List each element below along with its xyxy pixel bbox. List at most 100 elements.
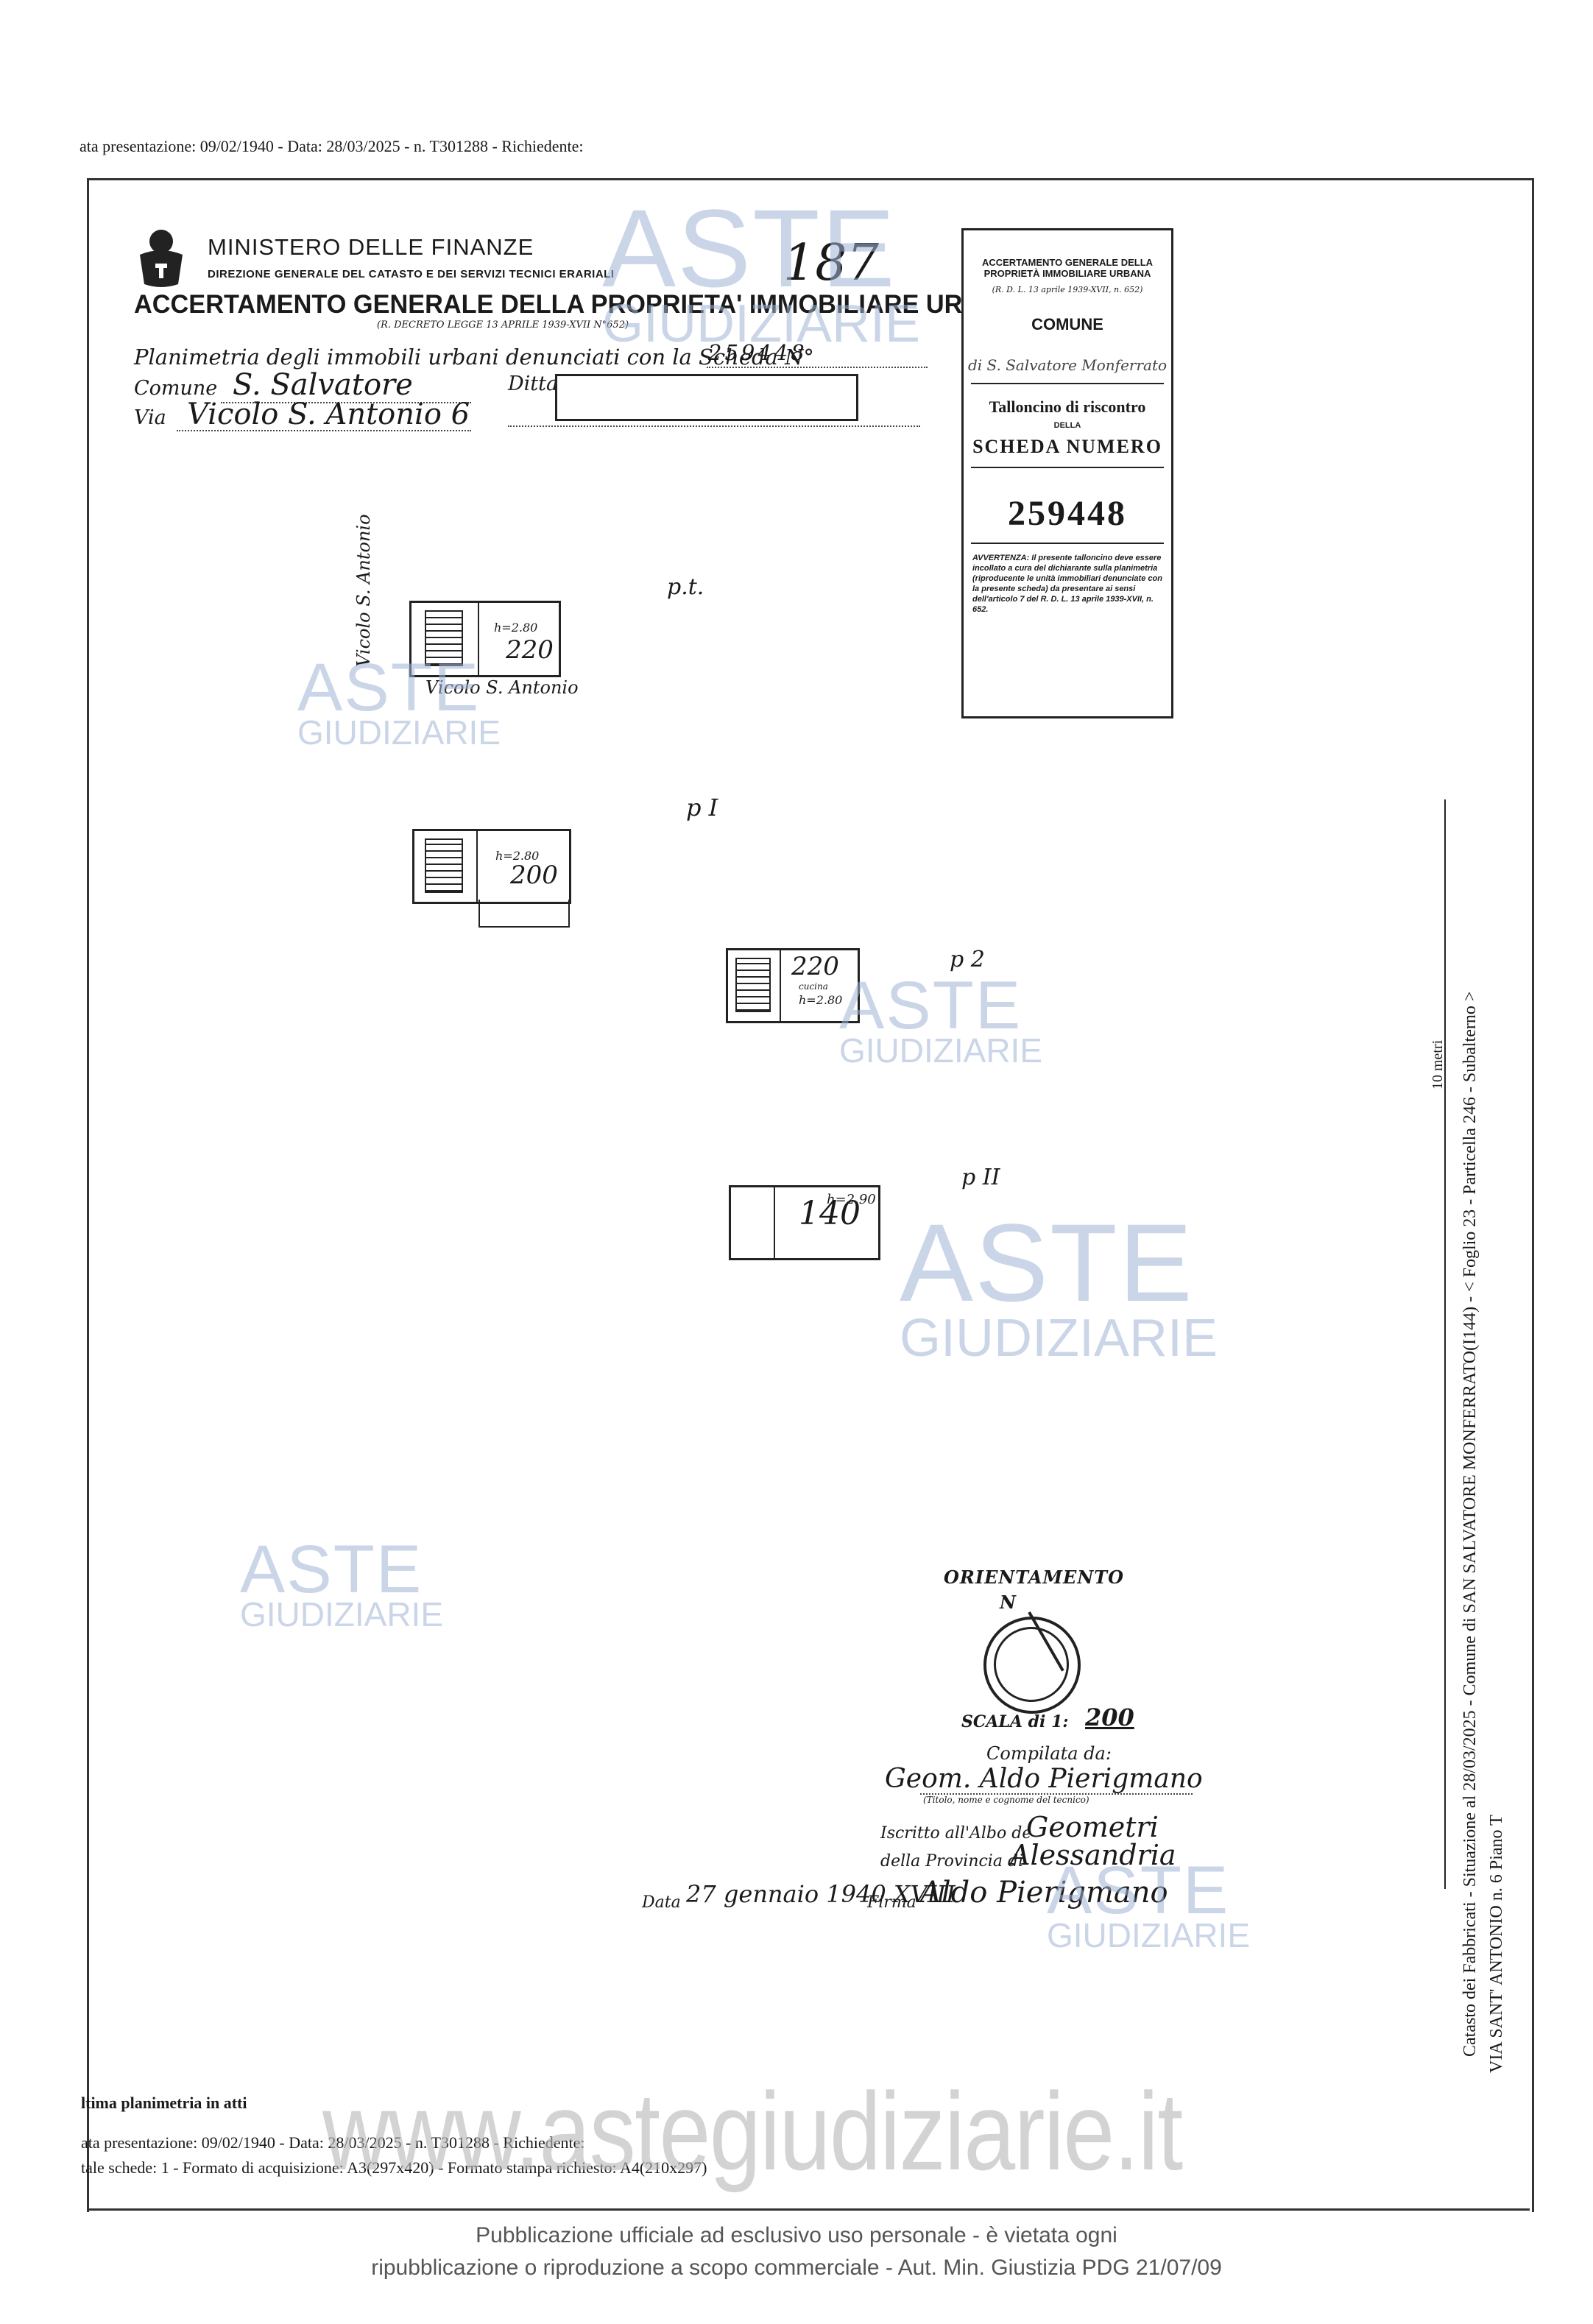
comune-label: Comune [134, 377, 218, 400]
via-underline [177, 430, 471, 431]
street-label-vertical: Vicolo S. Antonio [353, 514, 374, 667]
north-mark: N [1000, 1592, 1016, 1613]
via-value: Vicolo S. Antonio 6 [187, 398, 470, 431]
data-label: Data [642, 1893, 681, 1912]
ticket-scheda-value: 259448 [1008, 494, 1127, 533]
stairs-second [735, 958, 771, 1012]
wall-second [780, 950, 781, 1021]
ticket-heading: ACCERTAMENTO GENERALE DELLA PROPRIETÀ IM… [981, 257, 1154, 279]
ground-area: 220 [506, 635, 554, 665]
compilata-underline [920, 1793, 1193, 1795]
ticket-divider-3 [971, 543, 1164, 544]
ticket-warning: AVVERTENZA: Il presente talloncino deve … [972, 554, 1162, 614]
watermark-aste-3: ASTE GIUDIZIARIE [839, 972, 1042, 1067]
comune-value: S. Salvatore [233, 368, 413, 402]
side-cadastre-text: Catasto dei Fabbricati - Situazione al 2… [1460, 991, 1480, 2057]
second-height: h=2.80 [799, 993, 843, 1007]
watermark-aste-2: ASTE GIUDIZIARIE [297, 654, 501, 749]
footer-line-2: tale schede: 1 - Formato di acquisizione… [81, 2158, 707, 2177]
watermark-giudiziarie-word: GIUDIZIARIE [1047, 1916, 1251, 1954]
watermark-aste-word: ASTE [839, 968, 1022, 1043]
first-area: 200 [510, 861, 558, 890]
side-scale-mark: 10 metri [1430, 1039, 1446, 1089]
second-area: 220 [791, 952, 839, 981]
form-title: ACCERTAMENTO GENERALE DELLA PROPRIETA' I… [134, 290, 1036, 319]
watermark-aste-word: ASTE [900, 1201, 1194, 1324]
compilata-caption: (Titolo, nome e cognome del tecnico) [923, 1795, 1089, 1805]
orientation-inner-circle [994, 1627, 1069, 1702]
publication-notice-2: ripubblicazione o riproduzione a scopo c… [371, 2256, 1222, 2280]
watermark-aste-1: ASTE GIUDIZIARIE [602, 193, 920, 350]
albo-label: Iscritto all'Albo de [880, 1824, 1032, 1843]
document-bottom-rule [87, 2208, 1530, 2211]
watermark-aste-6: ASTE GIUDIZIARIE [1047, 1857, 1250, 1952]
label-second-floor: p 2 [950, 947, 985, 972]
stairs-first [425, 838, 463, 893]
state-emblem-icon [135, 225, 187, 289]
publication-notice-1: Pubblicazione ufficiale ad esclusivo uso… [476, 2223, 1117, 2247]
first-floor-balcony [478, 900, 570, 928]
orientation-label: ORIENTAMENTO [944, 1567, 1125, 1588]
firma-label: Firma [867, 1893, 916, 1912]
wall-attic [774, 1187, 775, 1258]
via-label: Via [134, 406, 166, 429]
ticket-comune-label: COMUNE [1031, 315, 1103, 333]
side-scale-bar [1444, 799, 1446, 1889]
ticket-scheda-label: SCHEDA NUMERO [972, 436, 1162, 457]
watermark-website: www.astegiudiziarie.it [322, 2069, 1183, 2193]
ditta-underline [508, 425, 920, 427]
decree-reference: (R. DECRETO LEGGE 13 APRILE 1939-XVII N°… [377, 319, 629, 331]
watermark-giudiziarie-word: GIUDIZIARIE [240, 1595, 444, 1633]
wall-ground [478, 603, 479, 675]
watermark-aste-word: ASTE [297, 650, 481, 725]
ticket-comune-value: di S. Salvatore Monferrato [967, 356, 1168, 374]
direction-name: DIREZIONE GENERALE DEL CATASTO E DEI SER… [208, 268, 615, 280]
header-top-line: ata presentazione: 09/02/1940 - Data: 28… [80, 137, 584, 155]
comune-underline [221, 402, 471, 403]
redacted-owner-box [555, 374, 858, 421]
first-height: h=2.80 [495, 849, 540, 863]
floor-plan-first: h=2.80 200 [412, 829, 571, 904]
compilata-label: Compilata da: [986, 1743, 1112, 1764]
ministry-name: MINISTERO DELLE FINANZE [208, 234, 534, 260]
scale-value: 200 [1085, 1703, 1134, 1731]
footer-last-plan: ltima planimetria in atti [81, 2094, 247, 2112]
label-first-floor: p I [686, 794, 718, 822]
albo-value: Geometri [1026, 1811, 1159, 1843]
control-ticket: ACCERTAMENTO GENERALE DELLA PROPRIETÀ IM… [961, 228, 1173, 718]
watermark-giudiziarie-word: GIUDIZIARIE [602, 294, 921, 353]
floor-plan-ground: h=2.80 220 [409, 601, 561, 677]
watermark-giudiziarie-word: GIUDIZIARIE [900, 1309, 1218, 1368]
sheet-number: 187 [783, 234, 879, 292]
attic-height: h=2.90 [827, 1192, 876, 1207]
ticket-decree: (R. D. L. 13 aprile 1939-XVII, n. 652) [992, 285, 1143, 294]
provincia-label: della Provincia di [880, 1852, 1024, 1871]
ticket-divider-2 [971, 467, 1164, 468]
ticket-divider [971, 383, 1164, 384]
street-label-horizontal: Vicolo S. Antonio [425, 677, 579, 698]
label-ground-floor: p.t. [667, 574, 704, 600]
scheda-underline [707, 367, 928, 368]
ground-height: h=2.80 [494, 621, 538, 635]
floor-plan-attic: 140 h=2.90 [729, 1185, 880, 1260]
watermark-aste-4: ASTE GIUDIZIARIE [900, 1207, 1218, 1365]
planimetria-label: Planimetria degli immobili urbani denunc… [134, 345, 814, 370]
wall-first [476, 831, 478, 902]
scale-label: SCALA di 1: [961, 1712, 1069, 1731]
footer-line-1: ata presentazione: 09/02/1940 - Data: 28… [81, 2133, 585, 2152]
compilata-name: Geom. Aldo Pierigmano [885, 1764, 1203, 1794]
side-address-text: VIA SANT' ANTONIO n. 6 Piano T [1487, 1815, 1506, 2073]
second-note: cucina [799, 981, 828, 992]
watermark-giudiziarie-word: GIUDIZIARIE [297, 713, 501, 752]
provincia-value: Alessandria [1010, 1839, 1176, 1871]
label-attic-floor: p II [961, 1165, 1000, 1190]
stairs-ground [425, 610, 463, 666]
watermark-giudiziarie-word: GIUDIZIARIE [839, 1031, 1043, 1070]
watermark-aste-word: ASTE [1047, 1853, 1230, 1928]
scheda-value: 259448 [708, 340, 808, 365]
data-value: 27 gennaio 1940 XVIII [686, 1880, 956, 1908]
watermark-aste-word: ASTE [602, 186, 897, 310]
ticket-tallon: Talloncino di riscontro [989, 398, 1146, 416]
floor-plan-second: 220 cucina h=2.80 [726, 948, 860, 1023]
firma-value: Aldo Pierigmano [920, 1876, 1168, 1910]
